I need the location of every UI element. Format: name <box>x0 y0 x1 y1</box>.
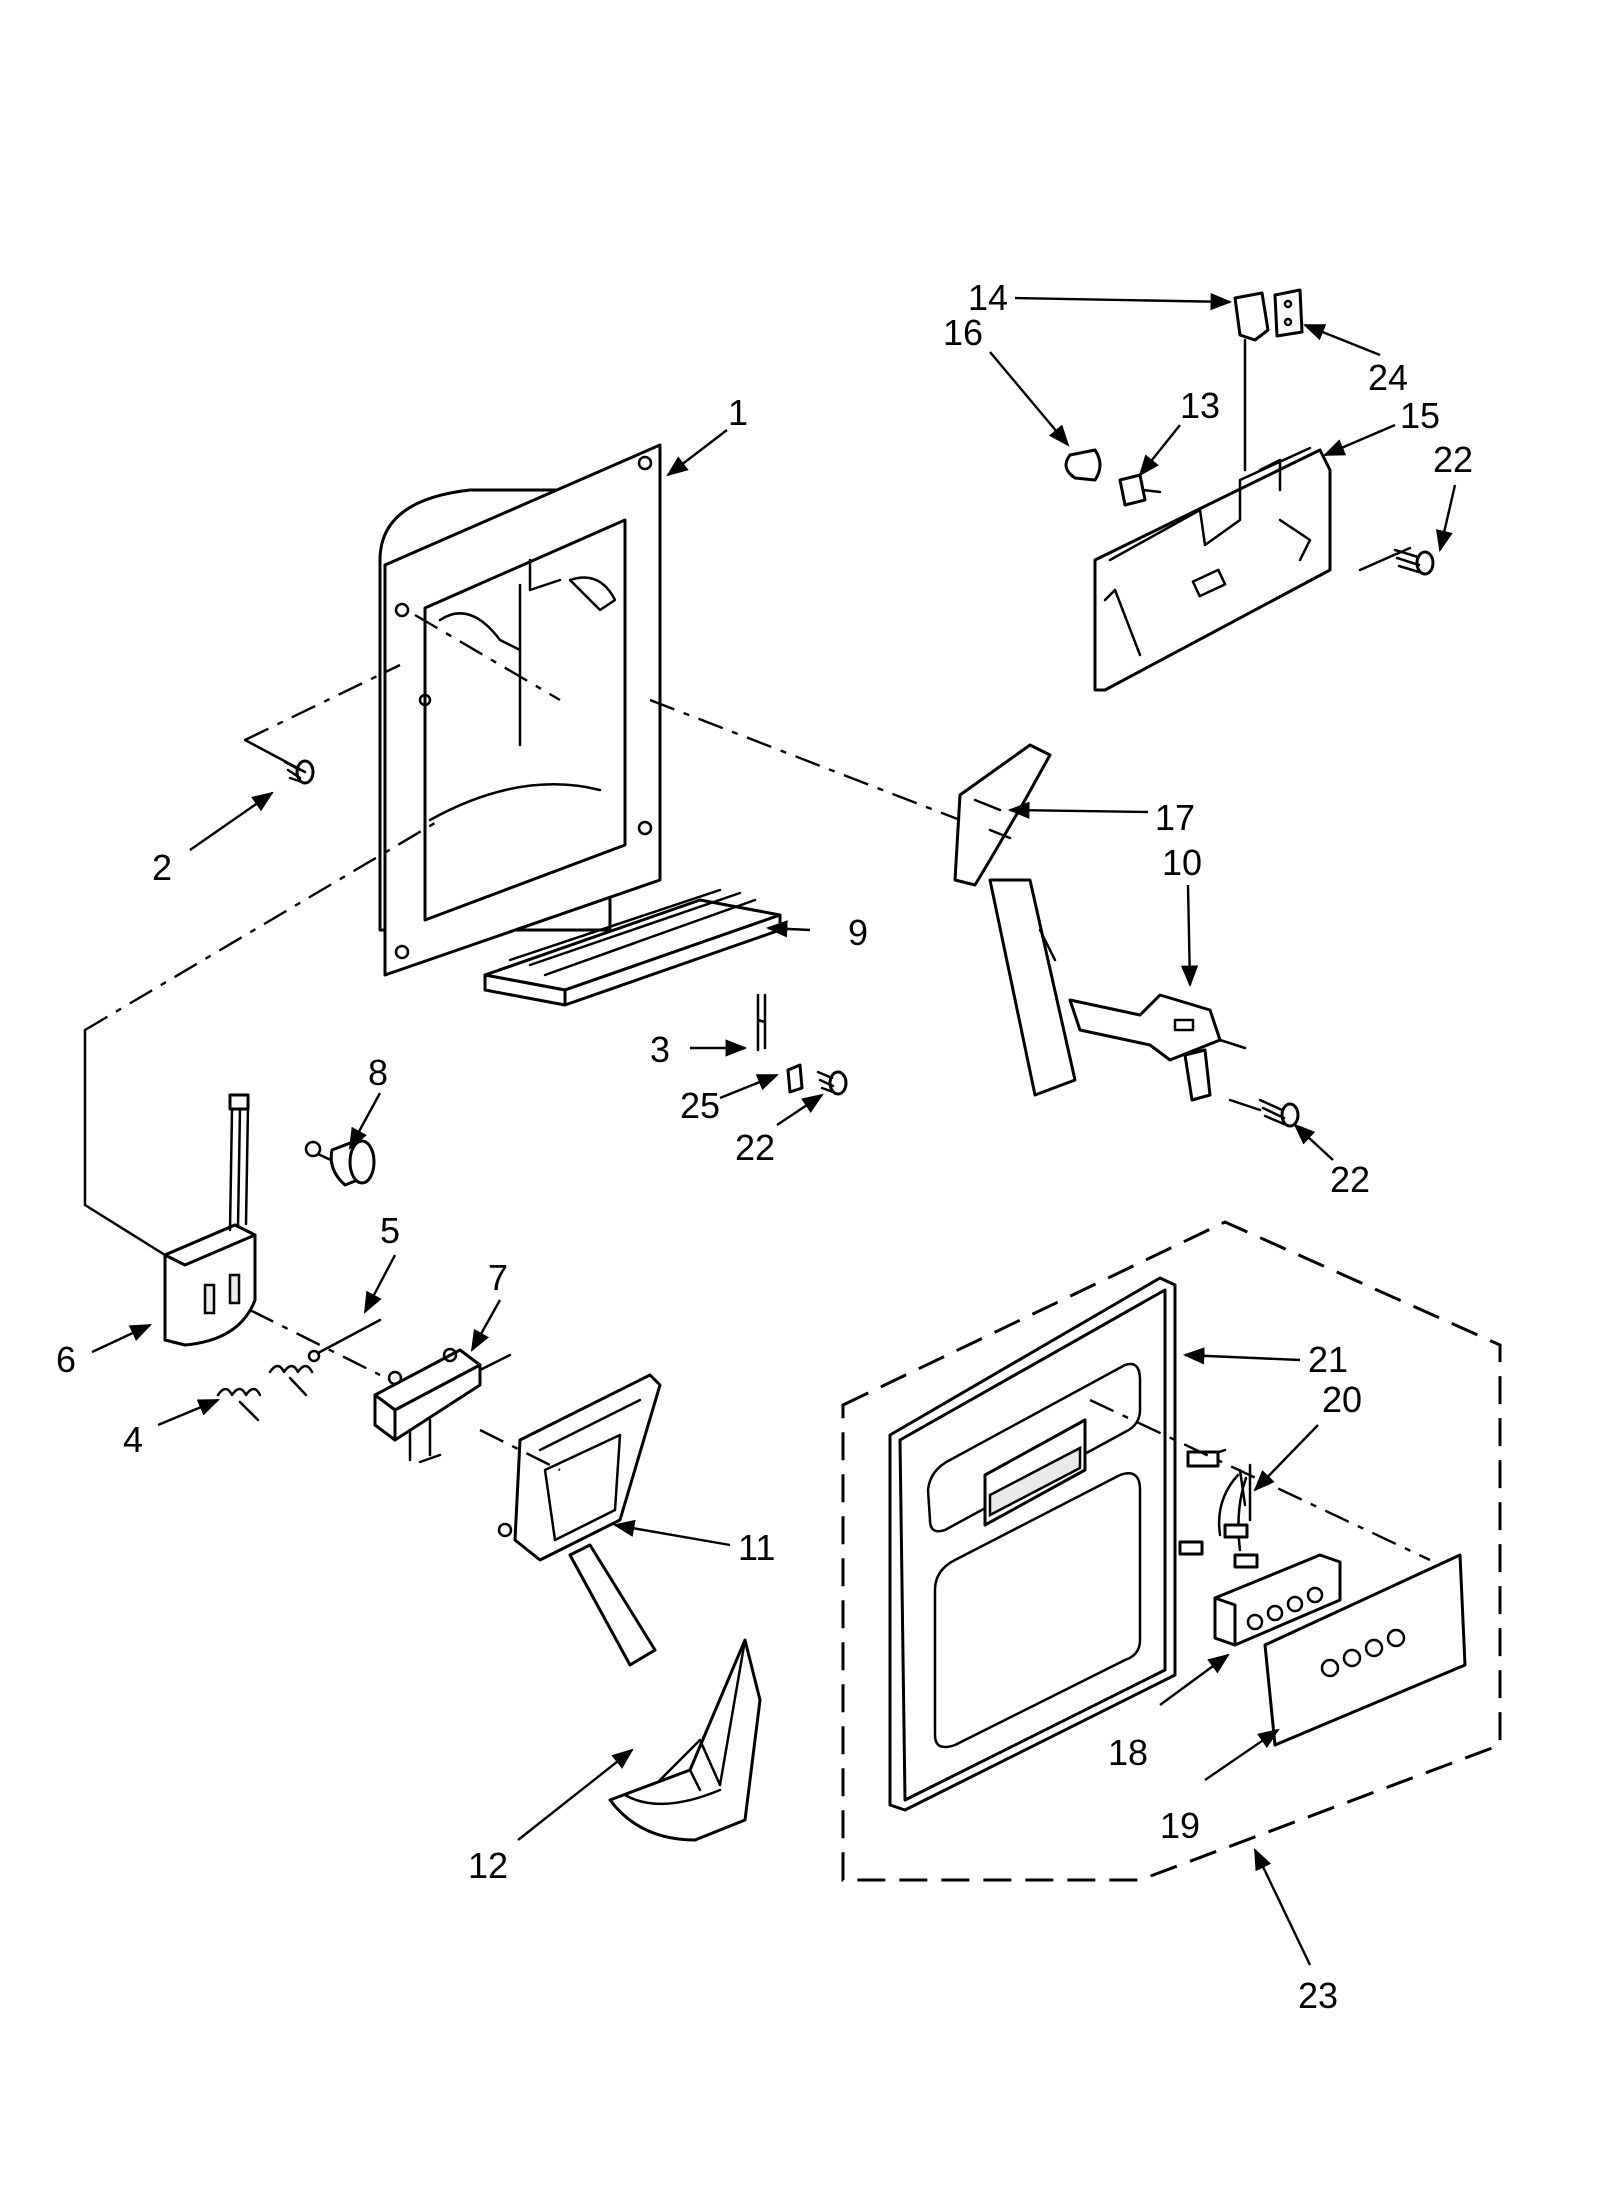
part-18-control-board <box>1213 1553 1342 1647</box>
part-13-socket <box>1118 473 1162 507</box>
callout-5: 5 <box>380 1210 400 1251</box>
callout-22-top: 22 <box>1433 439 1473 480</box>
part-20-wire-harness <box>1178 1448 1259 1569</box>
part-10-lever <box>1068 993 1222 1102</box>
part-3-spring-clip <box>756 993 767 1052</box>
callout-6: 6 <box>56 1339 76 1380</box>
part-5-pin <box>307 1318 382 1363</box>
callout-24: 24 <box>1368 357 1408 398</box>
part-22-screw-top <box>1393 548 1435 576</box>
callout-14: 14 <box>968 277 1008 318</box>
callout-8: 8 <box>368 1052 388 1093</box>
callout-23: 23 <box>1298 1975 1338 2016</box>
assembly-centerlines <box>83 546 1431 1562</box>
callout-12: 12 <box>468 1845 508 1886</box>
part-6-actuator <box>163 1093 257 1347</box>
part-22-screw-right <box>1258 1098 1300 1128</box>
part-8-solenoid <box>304 1138 376 1187</box>
callout-13: 13 <box>1180 385 1220 426</box>
part-1-housing <box>378 443 662 977</box>
part-25-retainer <box>786 1063 804 1094</box>
leader-arrows <box>91 292 1457 1966</box>
part-9-drip-tray <box>483 888 782 1007</box>
callout-10: 10 <box>1162 842 1202 883</box>
part-15-switch-bracket <box>1093 446 1332 692</box>
part-24-shield <box>1273 288 1304 338</box>
callout-9: 9 <box>848 912 868 953</box>
callout-labels: 1 2 3 4 5 6 7 8 9 10 11 12 13 14 15 16 1… <box>56 277 1473 2016</box>
part-16-bulb <box>1064 448 1102 482</box>
part-14-switch <box>1233 291 1270 472</box>
callout-20: 20 <box>1322 1379 1362 1420</box>
callout-1: 1 <box>728 392 748 433</box>
part-11-lever-paddle <box>497 1373 662 1667</box>
callout-3: 3 <box>650 1029 670 1070</box>
callout-25: 25 <box>680 1085 720 1126</box>
part-4-springs <box>216 1364 314 1422</box>
callout-11: 11 <box>738 1527 775 1568</box>
part-22-screw-center <box>816 1070 848 1096</box>
callout-22-right: 22 <box>1330 1159 1370 1200</box>
part-7-bracket <box>373 1347 512 1464</box>
callout-17: 17 <box>1155 797 1195 838</box>
part-17-lever-arm <box>953 743 1077 1097</box>
callout-18: 18 <box>1108 1732 1148 1773</box>
callout-7: 7 <box>488 1257 508 1298</box>
part-19-label-overlay <box>1263 1553 1467 1747</box>
callout-21: 21 <box>1308 1339 1348 1380</box>
part-23-dispenser-front-assembly <box>841 1220 1502 1882</box>
callout-19: 19 <box>1160 1805 1200 1846</box>
callout-22-center: 22 <box>735 1127 775 1168</box>
callout-15: 15 <box>1400 395 1440 436</box>
callout-4: 4 <box>123 1419 143 1460</box>
part-21-front-panel <box>888 1276 1177 1812</box>
callout-2: 2 <box>152 847 172 888</box>
part-12-ice-chute <box>608 1638 762 1842</box>
callout-16: 16 <box>943 312 983 353</box>
